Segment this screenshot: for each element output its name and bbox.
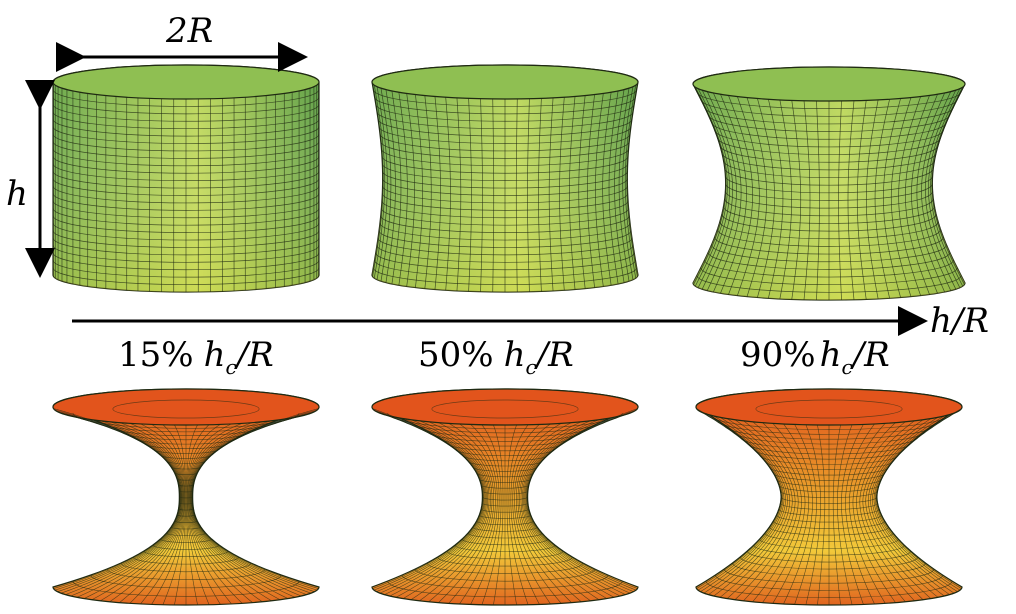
svg-text:90%hc/R: 90%hc/R [740,335,890,379]
height-label: h [6,174,28,214]
top-surface-1 [52,64,320,293]
top-surface-3 [692,66,966,301]
top-row-surfaces [52,64,966,301]
svg-text:50%hc/R: 50%hc/R [418,335,574,379]
caption-50: 50%hc/R [418,335,574,379]
caption-90: 90%hc/R [740,335,890,379]
bottom-surface-3 [695,388,963,606]
svg-text:15%hc/R: 15%hc/R [118,335,274,379]
top-surface-2 [371,64,639,293]
bottom-surface-1 [52,388,320,606]
width-label: 2R [165,11,213,51]
axis-label: h/R [930,301,989,341]
bottom-surface-2 [371,388,639,606]
bottom-row-surfaces [52,388,963,606]
caption-15: 15%hc/R [118,335,274,379]
